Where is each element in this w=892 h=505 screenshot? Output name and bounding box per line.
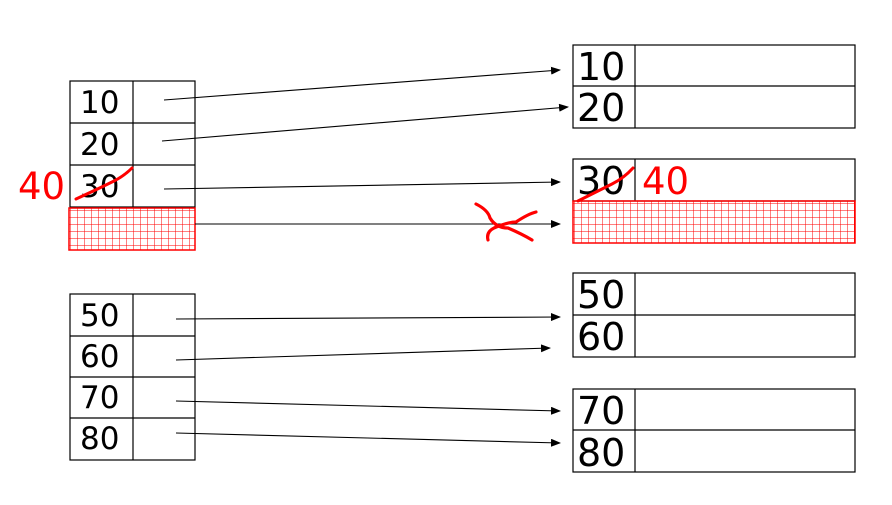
index-key-50: 50 bbox=[80, 298, 119, 334]
data-block-3 bbox=[572, 272, 856, 358]
replacement-label-index: 40 bbox=[18, 165, 65, 208]
pointer-arrow-30 bbox=[163, 178, 561, 190]
replacement-label-data: 40 bbox=[642, 160, 689, 203]
new-index-entry bbox=[68, 207, 196, 251]
strike-mark-index-30 bbox=[74, 166, 134, 201]
data-key-50: 50 bbox=[577, 273, 625, 317]
new-data-record bbox=[572, 200, 856, 244]
data-block-4 bbox=[572, 388, 856, 473]
data-key-60: 60 bbox=[577, 315, 625, 359]
pointer-arrow-10 bbox=[163, 66, 561, 101]
index-block-lower bbox=[69, 293, 196, 461]
pointer-arrow-50 bbox=[175, 313, 561, 322]
strike-mark-data-30 bbox=[576, 166, 635, 203]
pointer-arrow-60 bbox=[175, 344, 551, 361]
data-key-20: 20 bbox=[577, 86, 625, 130]
index-key-60: 60 bbox=[80, 339, 119, 375]
pointer-arrow-80 bbox=[175, 432, 561, 447]
index-key-70: 70 bbox=[80, 380, 119, 416]
data-block-1 bbox=[572, 44, 856, 129]
data-key-80: 80 bbox=[577, 431, 625, 475]
data-key-70: 70 bbox=[577, 389, 625, 433]
index-block-upper bbox=[69, 80, 196, 208]
index-key-80: 80 bbox=[80, 421, 119, 457]
index-key-10: 10 bbox=[80, 85, 119, 121]
data-key-10: 10 bbox=[577, 45, 625, 89]
cross-out-mark bbox=[474, 202, 538, 242]
pointer-arrow-70 bbox=[175, 400, 561, 415]
index-key-20: 20 bbox=[80, 127, 119, 163]
pointer-arrow-20 bbox=[161, 103, 569, 142]
